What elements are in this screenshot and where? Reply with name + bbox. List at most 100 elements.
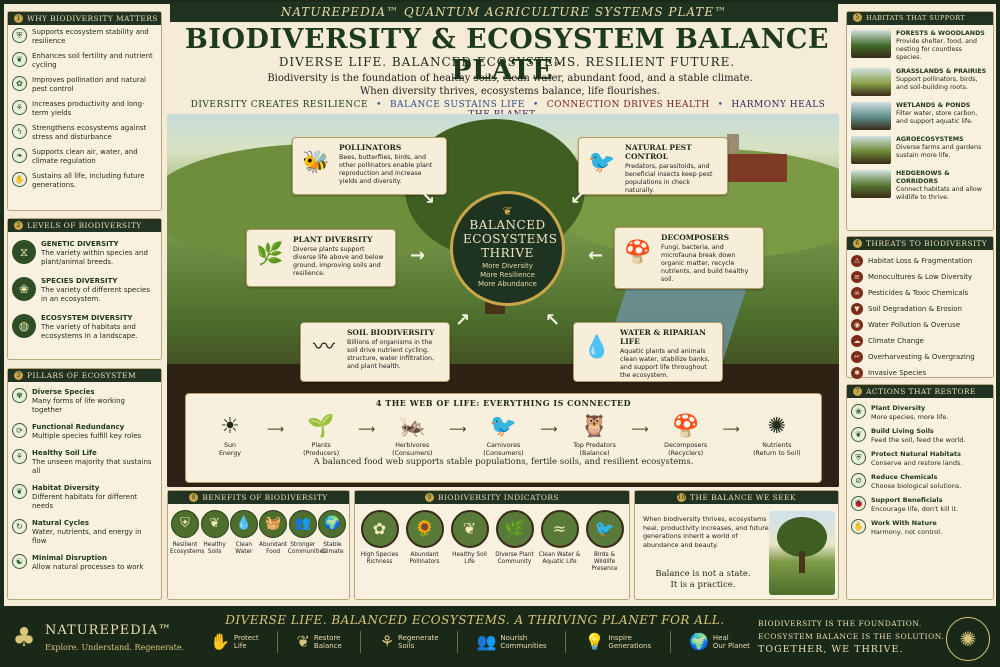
flowers-icon: ✿ [360,510,399,548]
indicator-item: 🐦Birds & Wildlife Presence [583,510,627,573]
web-node: 🦗Herbivores(Consumers) [377,412,447,457]
web-node: 🐦Carnivores(Consumers) [468,412,538,457]
arrow-icon: → [410,245,426,266]
page-subtitle: DIVERSE LIFE. BALANCED ECOSYSTEMS. RESIL… [278,55,736,69]
water-drop-icon: 💧 [229,510,258,538]
arrow-icon: ↗ [455,310,471,331]
page-title: BIODIVERSITY & ECOSYSTEM BALANCE PLATE™ [185,24,829,86]
sun-icon: ☀ [220,414,240,439]
monoculture-icon: ≡ [851,271,863,283]
habitat-image [851,30,891,58]
list-item: ❦Enhances soil fertility and nutrient cy… [8,49,161,73]
web-node: ✺Nutrients(Return to Soil) [742,412,812,457]
indicator-item: 🌿Diverse Plant Community [493,510,537,573]
web-footer: A balanced food web supports stable popu… [313,457,694,467]
dna-icon: ⧖ [12,240,36,264]
list-item: ⚘Increases productivity and long-term yi… [8,97,161,121]
bee-icon: 🐝 [302,150,330,175]
regenerate-icon: ⚘ [379,631,395,651]
climate-icon: ☁ [851,335,863,347]
sprout-icon: ❦ [12,52,27,67]
intro-text: Biodiversity is the foundation of health… [267,73,753,97]
arrow-icon: ↘ [420,188,436,209]
erosion-icon: ▼ [851,303,863,315]
arrow-right-icon: ⟶ [722,422,740,436]
redundancy-icon: ⟳ [12,423,27,438]
worm-icon: 〰 [312,335,335,360]
plant-community-icon: 🌿 [495,510,534,548]
card-pollinators: 🐝 POLLINATORS Bees, butterflies, birds, … [292,137,447,195]
benefit-item: 👥Stronger Communities [288,510,326,556]
soil-icon: ⚘ [12,449,27,464]
footer-brand: NATUREPEDIA™ [45,623,173,638]
restore-icon: ❦ [296,631,310,651]
mushroom-icon: 🍄 [671,414,700,439]
crow-icon: 🐦 [588,150,616,175]
web-title: 4 THE WEB OF LIFE: EVERYTHING IS CONNECT… [375,398,632,408]
shield-icon: ⛨ [12,28,27,43]
landscape-tree-image [769,511,835,595]
wildlife-icon: 🐦 [585,510,624,548]
habitat-image [851,68,891,96]
web-node: 🌱Plants(Producers) [286,412,356,457]
list-item: ⛨Supports ecosystem stability and resili… [8,25,161,49]
habitat-loss-icon: ⚠ [851,255,863,267]
owl-icon: 🦉 [580,414,609,439]
threat-item: ◉Water Pollution & Overuse [847,317,993,333]
top-banner: NATUREPEDIA™ QUANTUM AGRICULTURE SYSTEMS… [170,2,838,22]
soil-build-icon: ❦ [851,427,866,442]
overharvest-icon: ✂ [851,351,863,363]
threat-item: ✱Invasive Species [847,365,993,381]
threat-item: ☁Climate Change [847,333,993,349]
tree-logo-icon: ♣ [12,623,36,653]
list-item: ✋Sustains all life, including future gen… [8,169,161,193]
principle-tag: DIVERSITY CREATES RESILIENCE [190,100,369,110]
invasive-icon: ✱ [851,367,863,379]
river-icon: ≈ [540,510,579,548]
threat-item: ☠Pesticides & Toxic Chemicals [847,285,993,301]
benefit-item: 🌍Stable Climate [318,510,347,556]
arrow-right-icon: ⟶ [540,422,558,436]
indicator-item: ≈Clean Water & Aquatic Life [538,510,582,573]
arrow-icon: ↖ [545,310,561,331]
card-water-riparian: 💧 WATER & RIPARIAN LIFE Aquatic plants a… [573,322,723,382]
water-drop-icon: 💧 [583,335,611,360]
arrow-right-icon: ⟶ [358,422,376,436]
arrow-icon: ↙ [570,188,586,209]
footer-slogan: DIVERSE LIFE. BALANCED ECOSYSTEMS. A THR… [225,613,725,627]
soil-sprout-icon: ❦ [200,510,229,538]
plants-icon: 🌱 [307,414,335,439]
basket-icon: 🧺 [259,510,288,538]
inspire-icon: 💡 [584,631,605,651]
cycle-icon: ↻ [12,519,27,534]
species-icon: ❀ [12,277,36,301]
card-natural-pest-control: 🐦 NATURAL PEST CONTROL Predators, parasi… [578,137,728,195]
flower-icon: ✿ [12,76,27,91]
arrow-right-icon: ⟶ [266,422,285,436]
principle-tag: BALANCE SUSTAINS LIFE [389,100,525,110]
card-plant-diversity: 🌿 PLANT DIVERSITY Diverse plants support… [246,229,396,287]
yin-yang-icon: ☯ [12,554,27,569]
beneficials-icon: 🐞 [851,496,866,511]
benefit-item: 🧺Abundant Food [259,510,288,556]
plant-icon: 🌿 [256,242,284,267]
